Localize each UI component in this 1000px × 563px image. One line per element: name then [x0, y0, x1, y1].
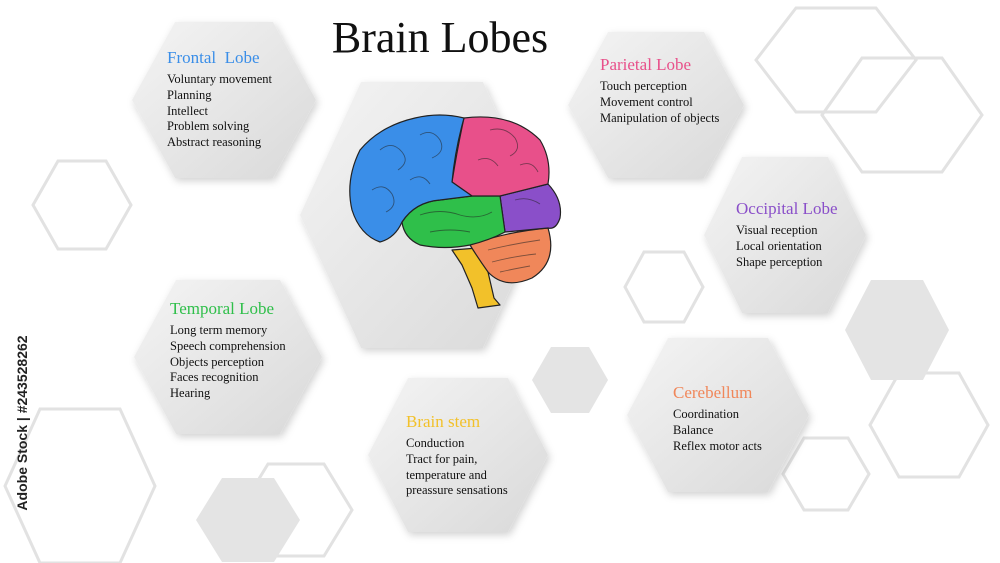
parietal-shape [451, 116, 550, 197]
list-item: Coordination [673, 407, 739, 421]
list-item: Problem solving [167, 119, 250, 134]
temporal-lobe-title: Temporal Lobe [170, 299, 275, 318]
frontal-lobe-card: Frontal Lobe Voluntary movement Planning… [167, 48, 272, 151]
list-item: Voluntary movement [167, 72, 272, 86]
frontal-hexagon [132, 22, 316, 178]
list-item: Touch perception [600, 79, 687, 93]
cerebellum-card: Cerebellum Coordination Balance Reflex m… [673, 383, 762, 454]
occipital-hexagon [704, 157, 866, 313]
list-item: Conduction [406, 436, 465, 450]
list-item: preassure sensations [406, 483, 508, 498]
brainstem-card: Brain stem Conduction Tract for pain, te… [406, 412, 508, 499]
list-item: Local orientation [736, 238, 822, 253]
parietal-hexagon [568, 32, 744, 178]
stock-watermark: Adobe Stock | #243528262 [2, 325, 32, 525]
list-item: Visual reception [736, 223, 818, 237]
list-item: Speech comprehension [170, 338, 286, 353]
list-item: Manipulation of objects [600, 110, 720, 125]
list-item: Reflex motor acts [673, 438, 762, 453]
brainstem-title: Brain stem [406, 412, 481, 431]
list-item: Planning [167, 87, 212, 102]
temporal-lobe-card: Temporal Lobe Long term memory Speech co… [170, 299, 286, 402]
temporal-hexagon [134, 280, 322, 434]
cerebellum-hexagon [627, 338, 809, 492]
occipital-shape [499, 183, 562, 233]
watermark-text: Adobe Stock | #243528262 [14, 335, 30, 511]
list-item: Balance [673, 422, 714, 437]
list-item: Tract for pain, [406, 451, 478, 466]
brain-illustration [349, 114, 562, 309]
parietal-lobe-title: Parietal Lobe [600, 55, 692, 74]
brainstem-hexagon [368, 378, 548, 532]
occipital-lobe-card: Occipital Lobe Visual reception Local or… [736, 199, 838, 270]
frontal-lobe-title: Frontal Lobe [167, 48, 260, 67]
list-item: Hearing [170, 386, 211, 401]
parietal-lobe-card: Parietal Lobe Touch perception Movement … [600, 55, 719, 126]
filled-hexagons [196, 280, 949, 562]
list-item: Long term memory [170, 323, 268, 337]
list-item: Intellect [167, 103, 208, 118]
occipital-lobe-title: Occipital Lobe [736, 199, 838, 218]
list-item: Shape perception [736, 254, 823, 269]
list-item: Objects perception [170, 354, 265, 369]
cerebellum-title: Cerebellum [673, 383, 753, 402]
list-item: Abstract reasoning [167, 135, 262, 150]
list-item: Movement control [600, 94, 693, 109]
list-item: Faces recognition [170, 370, 259, 385]
list-item: temperature and [406, 467, 487, 482]
page-title: Brain Lobes [331, 13, 549, 62]
